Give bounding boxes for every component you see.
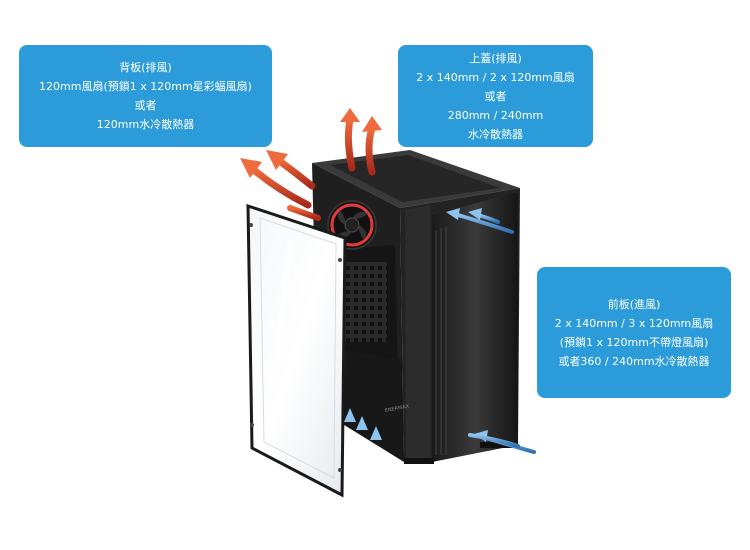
rear-exhaust-callout: 背板(排風) 120mm風扇(預鎖1 x 120mm星彩蝠風扇) 或者 120m… [19,45,272,147]
top-callout-line: 280mm / 240mm [447,108,544,122]
front-callout-line: (預鎖1 x 120mm不帶燈風扇) [559,335,709,349]
blue-airflow-arrow [344,408,382,474]
top-callout-line: 或者 [484,89,507,103]
front-callout-line: 或者360 / 240mm水冷散熱器 [558,354,710,368]
top-callout-line: 水冷散熱器 [468,127,523,141]
top-exhaust-callout: 上蓋(排風) 2 x 140mm / 2 x 120mm風扇 或者 280mm … [398,45,593,147]
red-airflow-arrow [240,150,321,221]
red-airflow-arrow [340,108,382,176]
rear-callout-line: 120mm風扇(預鎖1 x 120mm星彩蝠風扇) [39,80,252,93]
rear-callout-line: 120mm水冷散熱器 [96,118,195,131]
blue-airflow-arrow [446,208,536,454]
top-callout-title: 上蓋(排風) [469,51,522,65]
rear-callout-title: 背板(排風) [119,61,172,74]
case-brand-label: ENERMAX [384,404,410,414]
tempered-glass-panel [246,203,347,498]
case-front-panel [432,192,518,462]
front-intake-callout: 前板(進風) 2 x 140mm / 3 x 120mm風扇 (預鎖1 x 12… [537,267,731,398]
motherboard-tray-mesh [343,262,387,342]
front-callout-line: 2 x 140mm / 3 x 120mm風扇 [554,316,714,330]
rear-callout-line: 或者 [134,99,157,112]
top-callout-line: 2 x 140mm / 2 x 120mm風扇 [416,70,575,84]
front-callout-title: 前板(進風) [607,297,661,311]
